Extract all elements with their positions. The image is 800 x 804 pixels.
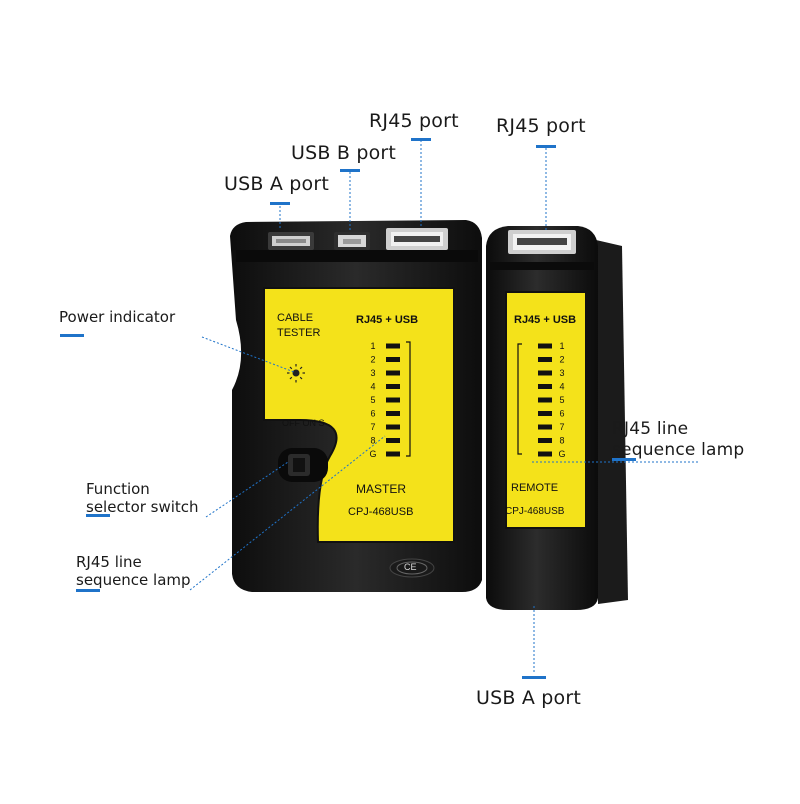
remote-lamp-label: 3	[559, 368, 564, 378]
remote-lamp-label: 1	[559, 341, 564, 351]
master-top-ridge	[236, 250, 478, 262]
remote-lamp-label: 2	[559, 355, 564, 365]
remote-lamp-bracket	[517, 343, 522, 455]
remote-lamp	[538, 411, 552, 416]
remote-lamp	[538, 357, 552, 362]
master-unit-label: MASTER	[356, 482, 407, 496]
master-lamp-label: 6	[370, 409, 375, 419]
remote-lamp	[538, 370, 552, 376]
remote-lamp	[538, 384, 552, 389]
remote-lamp	[538, 438, 552, 443]
leader-accent-bars	[60, 138, 636, 679]
label-usb-a-port-top: USB A port	[224, 173, 330, 195]
remote-lamp	[538, 451, 552, 457]
master-lamp	[386, 343, 400, 349]
function-selector-switch-graphic	[278, 448, 328, 482]
rj45-port-master	[386, 228, 448, 250]
master-lamp-label: 2	[370, 355, 375, 365]
remote-lamp-label: 7	[559, 422, 564, 432]
ce-mark: CE	[404, 562, 417, 572]
remote-lamp-label: 8	[559, 436, 564, 446]
switch-positions-text: OFF ON S	[282, 418, 325, 428]
cable-tester-line2: TESTER	[277, 327, 321, 339]
label-function-switch-line1: Function	[86, 480, 150, 498]
master-lamp-label: 8	[370, 436, 375, 446]
master-lamp	[386, 424, 400, 430]
label-rj45-lamp-left-line1: RJ45 line	[76, 553, 142, 571]
master-lamp-label: 4	[370, 382, 375, 392]
master-lamp	[386, 411, 400, 416]
label-function-switch-line2: selector switch	[86, 498, 199, 516]
master-lamp	[386, 451, 400, 457]
rj45-port-remote	[508, 230, 576, 254]
remote-yellow-panel	[505, 291, 587, 529]
master-lamp-label: G	[369, 449, 376, 459]
master-lamp-bracket	[406, 341, 411, 457]
remote-unit-label: REMOTE	[511, 482, 559, 494]
leader-lines	[189, 140, 700, 674]
label-rj45-port-remote: RJ45 port	[496, 115, 586, 137]
remote-panel-header: RJ45 + USB	[514, 314, 577, 326]
master-lamp-label: 3	[370, 368, 375, 378]
remote-lamp-label: 4	[559, 382, 564, 392]
remote-lamp	[538, 424, 552, 430]
master-panel-header: RJ45 + USB	[356, 314, 419, 326]
remote-lamp	[538, 397, 552, 403]
master-lamp	[386, 438, 400, 443]
remote-side-bracket	[596, 240, 628, 604]
ce-mark-plate	[389, 558, 435, 578]
master-yellow-panel	[263, 287, 455, 543]
master-lamp	[386, 357, 400, 362]
remote-lamp-label: 6	[559, 409, 564, 419]
power-led	[287, 364, 305, 383]
label-rj45-lamp-left-line2: sequence lamp	[76, 571, 191, 589]
remote-lamp	[538, 343, 552, 349]
master-lamp	[386, 384, 400, 389]
master-lamp-label: 5	[370, 395, 375, 405]
master-lamp-label: 1	[370, 341, 375, 351]
label-usb-b-port: USB B port	[291, 142, 397, 164]
master-lamp-label: 7	[370, 422, 375, 432]
master-lamp	[386, 397, 400, 403]
remote-lamp-label: 5	[559, 395, 564, 405]
remote-model-label: CPJ-468USB	[505, 506, 565, 517]
master-lamp	[386, 370, 400, 376]
master-model-label: CPJ-468USB	[348, 506, 414, 518]
usb-a-port-master	[268, 232, 314, 250]
usb-b-port	[334, 232, 370, 250]
label-power-indicator: Power indicator	[59, 308, 176, 326]
label-rj45-lamp-right-line2: sequence lamp	[612, 440, 745, 460]
remote-ridge	[490, 262, 594, 270]
label-usb-a-port-bottom: USB A port	[476, 687, 582, 709]
remote-lamp-label: G	[558, 449, 565, 459]
cable-tester-line1: CABLE	[277, 312, 314, 324]
label-rj45-port-master: RJ45 port	[369, 110, 459, 132]
label-rj45-lamp-right-line1: RJ45 line	[612, 419, 689, 439]
